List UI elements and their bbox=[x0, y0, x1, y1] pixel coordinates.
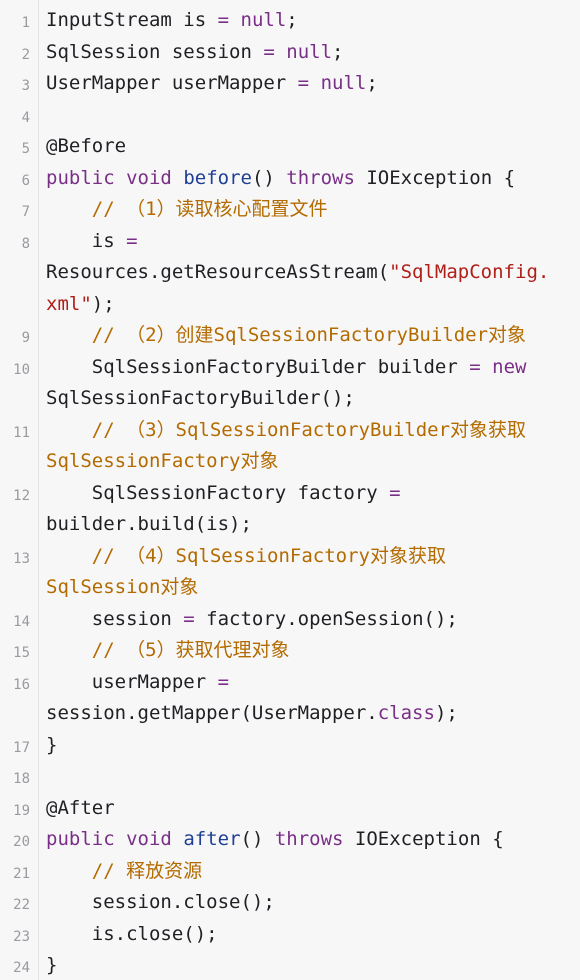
code-text: session.getMapper(UserMapper.class); bbox=[46, 702, 458, 724]
code-line: 12 SqlSessionFactory factory = bbox=[0, 478, 580, 509]
code-text: // （4）SqlSessionFactory对象获取 bbox=[91, 544, 446, 567]
code-line: session.getMapper(UserMapper.class); bbox=[0, 698, 580, 729]
code-text: SqlSessionFactory factory = bbox=[46, 481, 401, 504]
code-text: is.close(); bbox=[46, 922, 218, 945]
code-line: Resources.getResourceAsStream("SqlMapCon… bbox=[0, 257, 580, 288]
code-text: SqlSession对象 bbox=[46, 576, 199, 598]
code-text: UserMapper userMapper = null; bbox=[46, 72, 378, 94]
code-line: 17} bbox=[0, 730, 580, 761]
code-line: 15 // （5）获取代理对象 bbox=[0, 635, 580, 666]
code-line: 11 // （3）SqlSessionFactoryBuilder对象获取 bbox=[0, 415, 580, 446]
line-number: 6 bbox=[21, 172, 30, 189]
code-text: // 释放资源 bbox=[91, 859, 203, 882]
code-text: // （5）获取代理对象 bbox=[91, 639, 290, 661]
code-line: 10 SqlSessionFactoryBuilder builder = ne… bbox=[0, 352, 580, 383]
code-line: 14 session = factory.openSession(); bbox=[0, 604, 580, 635]
line-number: 23 bbox=[13, 928, 30, 945]
line-number-gutter bbox=[0, 0, 39, 980]
line-number: 20 bbox=[13, 834, 30, 850]
code-text: xml"); bbox=[46, 292, 115, 315]
code-line: 9 // （2）创建SqlSessionFactoryBuilder对象 bbox=[0, 320, 580, 351]
code-text: session = factory.openSession(); bbox=[46, 607, 458, 630]
code-text: public void before() throws IOException … bbox=[46, 166, 516, 189]
code-text: SqlSessionFactoryBuilder(); bbox=[46, 387, 355, 409]
code-text: @Before bbox=[46, 135, 127, 157]
code-line: 2 SqlSession session = null; bbox=[0, 37, 580, 68]
line-number: 8 bbox=[21, 235, 30, 252]
code-line: 7 // （1）读取核心配置文件 bbox=[0, 194, 580, 225]
code-line: SqlSession对象 bbox=[0, 572, 580, 603]
code-line: xml"); bbox=[0, 289, 580, 320]
code-text: @After bbox=[46, 796, 115, 819]
code-text: builder.build(is); bbox=[46, 513, 252, 535]
line-number: 4 bbox=[21, 109, 30, 126]
code-text: InputStream is = null; bbox=[46, 9, 298, 31]
code-text: SqlSession session = null; bbox=[46, 40, 344, 63]
code-text: SqlSessionFactoryBuilder builder = new bbox=[46, 355, 527, 378]
line-number: 19 bbox=[13, 802, 30, 819]
code-text: SqlSessionFactory对象 bbox=[46, 450, 279, 472]
line-number: 3 bbox=[21, 78, 30, 94]
code-text: } bbox=[46, 954, 58, 976]
line-number: 11 bbox=[13, 424, 30, 441]
code-line: 21 // 释放资源 bbox=[0, 856, 580, 887]
code-line: SqlSessionFactoryBuilder(); bbox=[0, 383, 580, 414]
line-number: 7 bbox=[21, 204, 30, 220]
code-line: 24} bbox=[0, 950, 580, 980]
code-text: // （3）SqlSessionFactoryBuilder对象获取 bbox=[91, 418, 527, 441]
code-line: 8 is = bbox=[0, 226, 580, 257]
code-text: userMapper = bbox=[46, 670, 230, 693]
code-text: // （1）读取核心配置文件 bbox=[91, 198, 328, 220]
code-text: // （2）创建SqlSessionFactoryBuilder对象 bbox=[91, 324, 527, 346]
line-number: 9 bbox=[21, 330, 30, 346]
code-text: } bbox=[46, 733, 58, 756]
line-number: 24 bbox=[13, 960, 30, 976]
line-number: 22 bbox=[13, 897, 30, 913]
line-number: 21 bbox=[13, 865, 30, 882]
code-text: is = bbox=[46, 229, 138, 252]
code-line: 5 @Before bbox=[0, 131, 580, 162]
line-number: 15 bbox=[13, 645, 30, 661]
code-line: SqlSessionFactory对象 bbox=[0, 446, 580, 477]
line-number: 18 bbox=[13, 771, 30, 787]
code-line: 16 userMapper = bbox=[0, 667, 580, 698]
line-number: 2 bbox=[21, 46, 30, 63]
line-number: 12 bbox=[13, 487, 30, 504]
code-text: public void after() throws IOException { bbox=[46, 828, 504, 850]
line-number: 16 bbox=[13, 676, 30, 693]
code-line: builder.build(is); bbox=[0, 509, 580, 540]
code-line: 20 public void after() throws IOException… bbox=[0, 824, 580, 855]
line-number: 1 bbox=[21, 15, 30, 31]
code-line: 23 is.close(); bbox=[0, 919, 580, 950]
code-line: 6 public void before() throws IOException… bbox=[0, 163, 580, 194]
line-number: 5 bbox=[21, 141, 30, 157]
code-line: 18 bbox=[0, 761, 580, 792]
code-line: 13 // （4）SqlSessionFactory对象获取 bbox=[0, 541, 580, 572]
code-line: 19 @After bbox=[0, 793, 580, 824]
code-text: Resources.getResourceAsStream("SqlMapCon… bbox=[46, 261, 550, 283]
code-line: 3 UserMapper userMapper = null; bbox=[0, 68, 580, 99]
line-number: 14 bbox=[13, 613, 30, 630]
code-line: 4 bbox=[0, 100, 580, 131]
line-number: 17 bbox=[13, 739, 30, 756]
code-text: session.close(); bbox=[46, 891, 275, 913]
code-line: 1 InputStream is = null; bbox=[0, 5, 580, 36]
code-line: 22 session.close(); bbox=[0, 887, 580, 918]
line-number: 13 bbox=[13, 550, 30, 567]
line-number: 10 bbox=[13, 361, 30, 378]
